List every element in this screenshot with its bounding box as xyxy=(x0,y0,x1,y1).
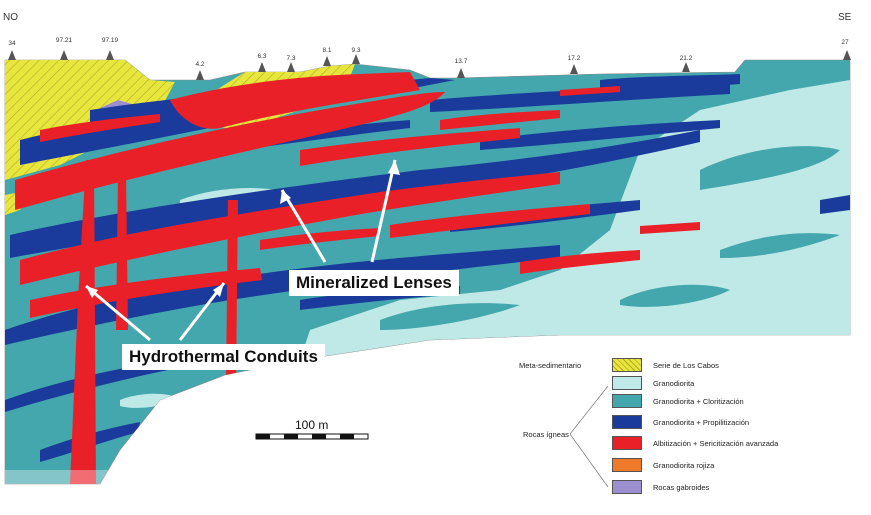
compass-west: NO xyxy=(3,12,18,23)
scale-bar-label: 100 m xyxy=(295,418,329,432)
distance-marker: 97.19 xyxy=(102,37,119,44)
distance-marker: 21.2 xyxy=(680,55,693,62)
scale-bar xyxy=(255,433,369,440)
distance-marker: 4.2 xyxy=(195,61,204,68)
legend-label: Granodiorita + Cloritización xyxy=(653,397,744,406)
legend-bracket xyxy=(569,385,609,488)
legend-label: Granodiorita + Propilitización xyxy=(653,418,750,427)
legend-swatch xyxy=(612,415,642,429)
distance-marker: 7.3 xyxy=(286,55,295,62)
legend-swatch xyxy=(612,394,642,408)
legend-label: Albitización + Sericitización avanzada xyxy=(653,439,779,448)
arrow-heads xyxy=(86,160,400,298)
callout-mineralized-lenses: Mineralized Lenses xyxy=(289,270,459,296)
distance-marker: 34 xyxy=(8,40,16,47)
distance-marker: 8.1 xyxy=(322,47,331,54)
callout-hydrothermal-conduits: Hydrothermal Conduits xyxy=(122,344,325,370)
legend-swatch xyxy=(612,376,642,390)
legend-swatch xyxy=(612,480,642,494)
legend-group-meta: Meta-sedimentario xyxy=(519,361,582,370)
albitization-lenses xyxy=(15,72,700,484)
legend-swatch xyxy=(612,458,642,472)
legend-group-igneous: Rocas ígneas xyxy=(523,430,569,439)
distance-marker: 17.2 xyxy=(568,55,581,62)
distance-marker: 27 xyxy=(841,39,849,46)
legend-swatch xyxy=(612,358,642,372)
distance-marker: 97.21 xyxy=(56,37,73,44)
distance-marker: 13.7 xyxy=(455,58,468,65)
legend-swatch xyxy=(612,436,642,450)
legend-label: Serie de Los Cabos xyxy=(653,361,719,370)
legend-label: Granodiorita rojiza xyxy=(653,461,715,470)
legend-label: Rocas gabroides xyxy=(653,483,710,492)
compass-east: SE xyxy=(838,12,852,23)
legend-label: Granodiorita xyxy=(653,379,695,388)
distance-marker-labels: 34 97.21 97.19 4.2 6.3 7.3 8.1 9.3 13.7 … xyxy=(8,37,849,68)
topo-peaks xyxy=(8,50,851,80)
distance-marker: 9.3 xyxy=(351,47,360,54)
distance-marker: 6.3 xyxy=(257,53,266,60)
